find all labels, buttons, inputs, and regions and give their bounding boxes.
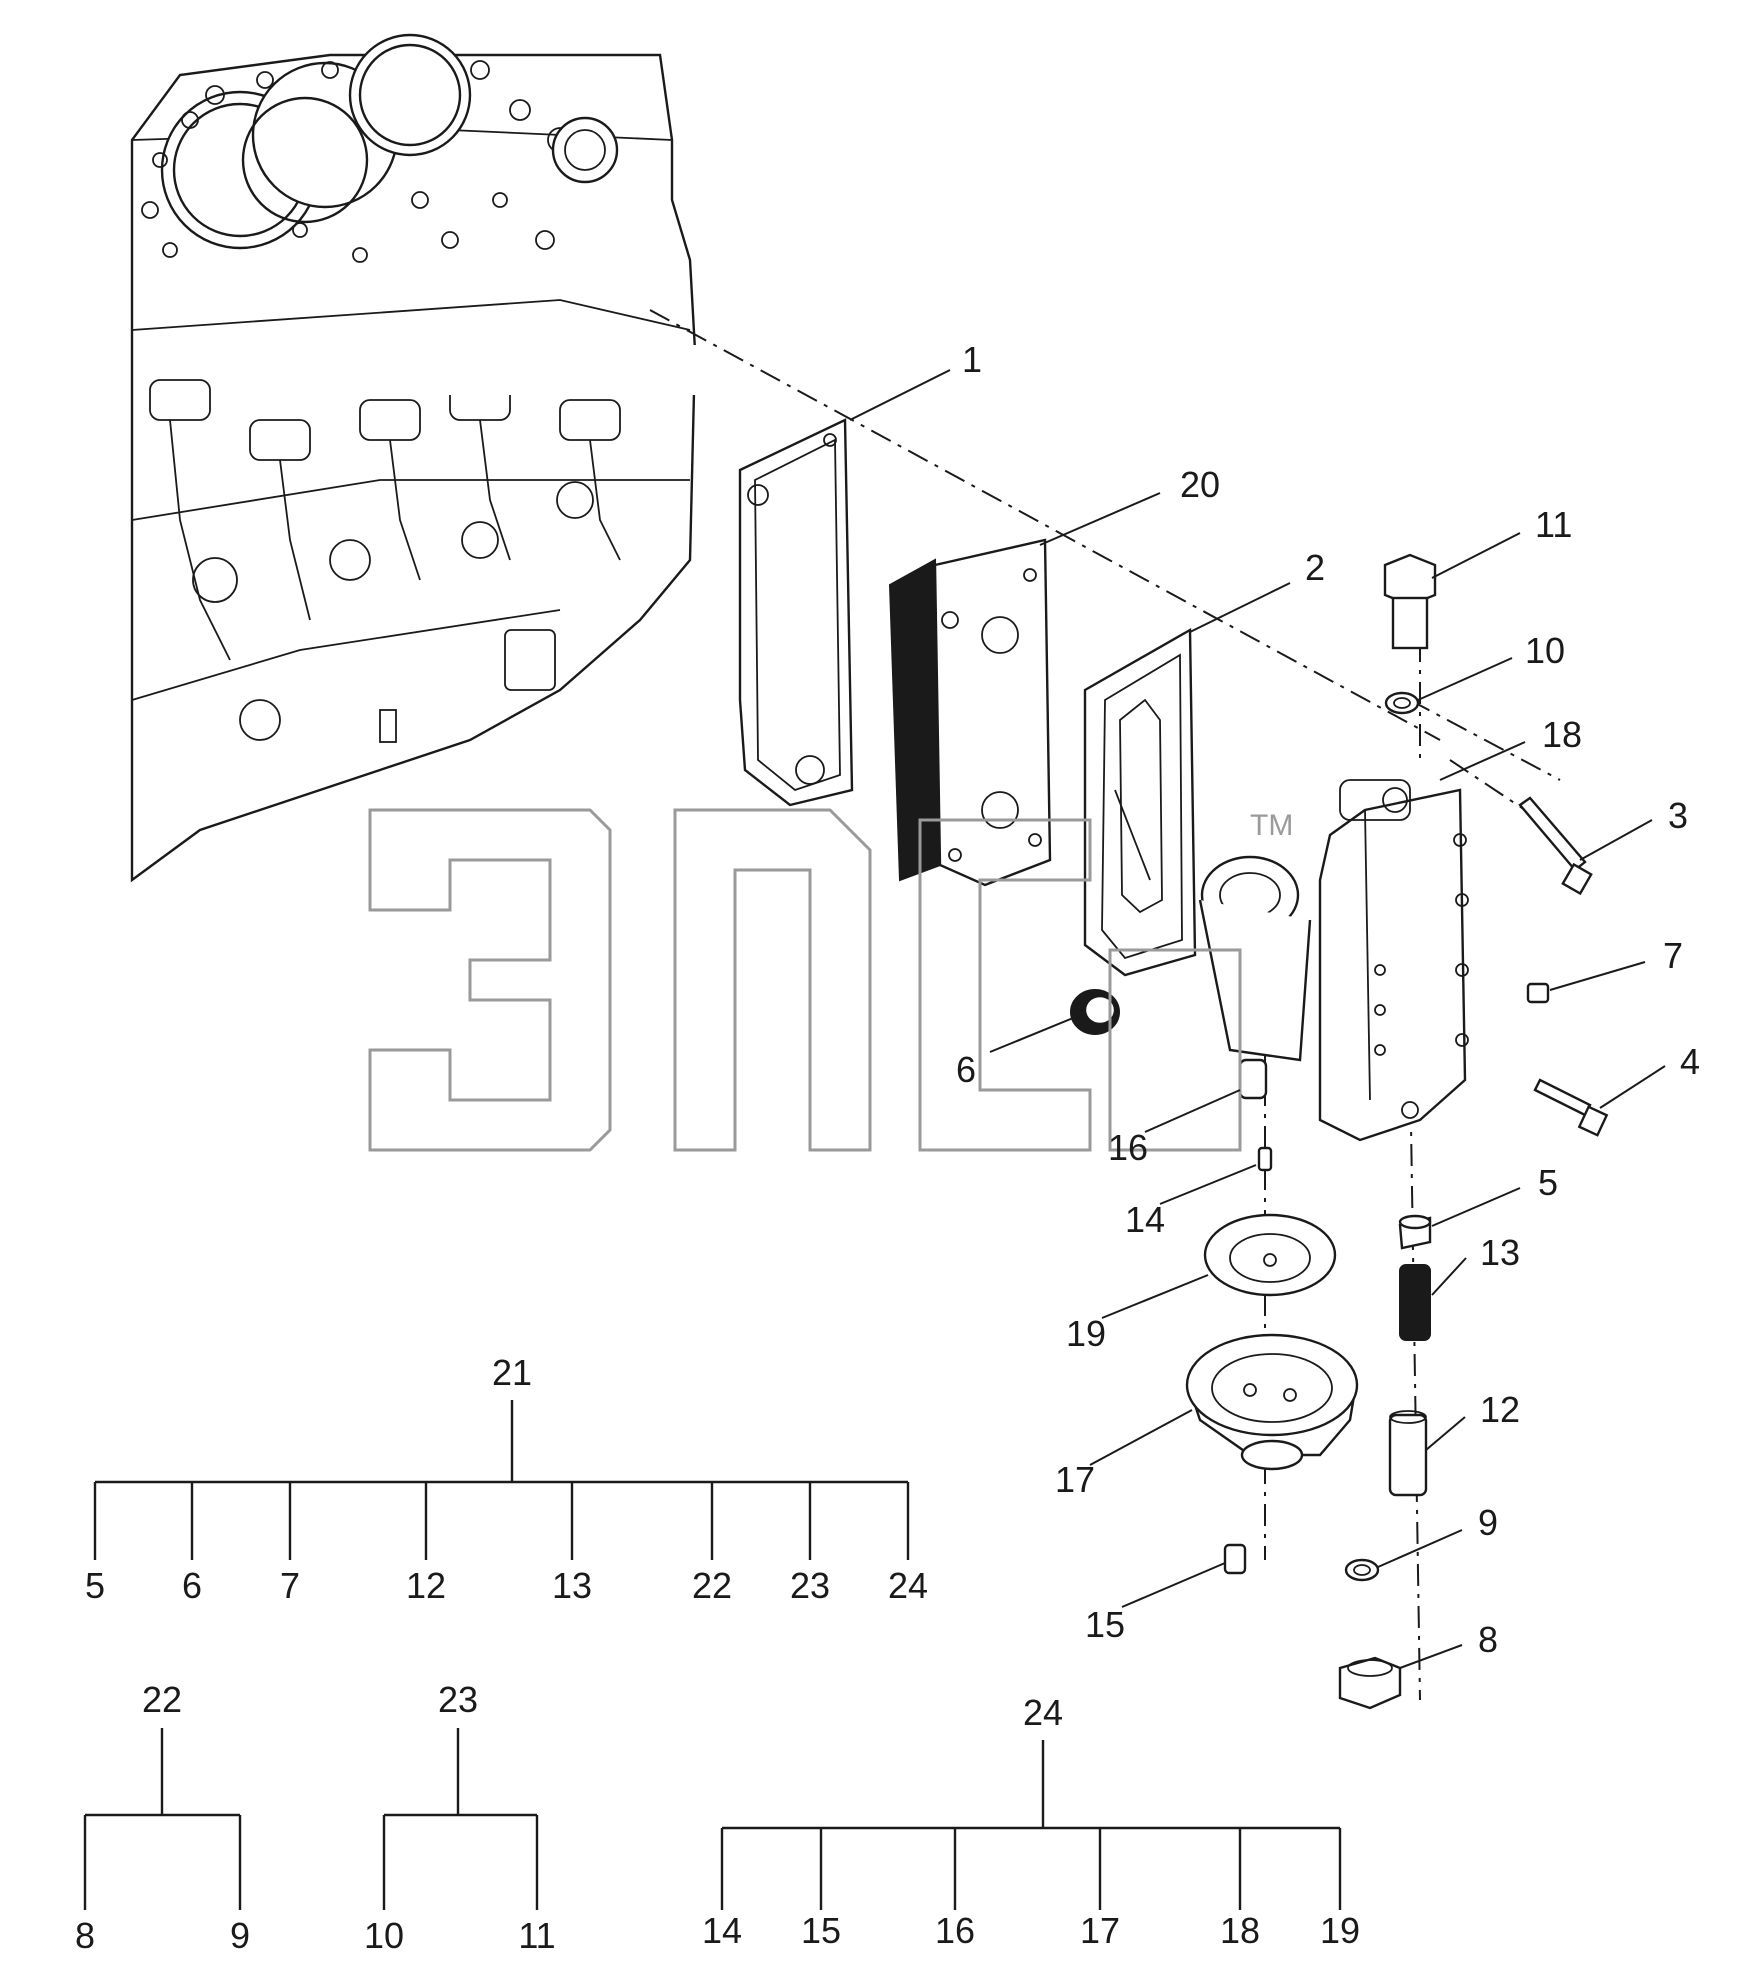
callout-13: 13 <box>1480 1232 1520 1273</box>
leader-line-20 <box>1039 492 1161 546</box>
assembly-tree-24: 24 14 15 16 17 18 19 <box>702 1692 1360 1951</box>
part-oil-cooler-20 <box>888 538 1052 887</box>
callout-7: 7 <box>1663 935 1683 976</box>
part-bolt-4 <box>1533 1078 1609 1137</box>
callout-16: 16 <box>1108 1127 1148 1168</box>
leader-line-17 <box>1089 1409 1193 1466</box>
callout-labels: 1 20 2 11 10 18 3 7 4 6 16 5 14 13 19 12 17 9 15 8 <box>956 339 1700 1660</box>
part-piston-12 <box>1388 1410 1428 1497</box>
assembly-child-21-13: 13 <box>552 1565 592 1606</box>
part-spring-13 <box>1399 1264 1431 1341</box>
leader-line-15 <box>1121 1562 1226 1608</box>
assembly-child-22-8: 8 <box>75 1915 95 1956</box>
part-plug-8 <box>1338 1656 1402 1710</box>
assembly-child-24-18: 18 <box>1220 1910 1260 1951</box>
leader-line-7 <box>1549 961 1646 991</box>
leader-line-9 <box>1377 1529 1463 1568</box>
assembly-parent-23: 23 <box>438 1679 478 1720</box>
assembly-child-23-11: 11 <box>518 1915 555 1956</box>
assembly-tree-23: 23 10 11 <box>364 1679 556 1956</box>
leader-line-18 <box>1439 741 1526 781</box>
callout-12: 12 <box>1480 1389 1520 1430</box>
leader-line-3 <box>1579 819 1653 861</box>
callout-18: 18 <box>1542 714 1582 755</box>
leader-line-2 <box>1189 582 1291 633</box>
assembly-child-21-23: 23 <box>790 1565 830 1606</box>
leader-line-16 <box>1144 1089 1241 1133</box>
part-plug-6 <box>1070 989 1120 1035</box>
assembly-tree-22: 22 8 9 <box>75 1679 250 1956</box>
part-pin-14 <box>1257 1146 1273 1172</box>
assembly-parent-21: 21 <box>492 1352 532 1393</box>
callout-3: 3 <box>1668 795 1688 836</box>
leader-line-14 <box>1159 1164 1257 1205</box>
callout-17: 17 <box>1055 1459 1095 1500</box>
leader-line-12 <box>1425 1416 1466 1451</box>
part-washer-9 <box>1344 1558 1380 1582</box>
callout-2: 2 <box>1305 547 1325 588</box>
assembly-child-24-19: 19 <box>1320 1910 1360 1951</box>
part-plug-5 <box>1398 1214 1432 1250</box>
part-bolt-15 <box>1223 1543 1247 1575</box>
part-bolt-3 <box>1518 796 1593 896</box>
assembly-child-24-17: 17 <box>1080 1910 1120 1951</box>
part-plug-7 <box>1526 982 1550 1004</box>
assembly-child-24-15: 15 <box>801 1910 841 1951</box>
leader-line-11 <box>1431 532 1521 579</box>
callout-leaders <box>849 369 1666 1669</box>
watermark-logo: TM <box>368 808 1293 1152</box>
leader-line-10 <box>1417 657 1513 701</box>
callout-15: 15 <box>1085 1604 1125 1645</box>
leader-line-5 <box>1431 1187 1521 1227</box>
leader-line-13 <box>1431 1257 1467 1296</box>
assembly-child-21-12: 12 <box>406 1565 446 1606</box>
part-washer-10 <box>1384 691 1420 715</box>
part-gasket-1 <box>738 418 854 807</box>
part-valve-plate-19 <box>1203 1213 1337 1297</box>
assembly-child-22-9: 9 <box>230 1915 250 1956</box>
leader-line-4 <box>1599 1065 1666 1109</box>
callout-19: 19 <box>1066 1313 1106 1354</box>
callout-9: 9 <box>1478 1502 1498 1543</box>
assembly-child-21-5: 5 <box>85 1565 105 1606</box>
callout-4: 4 <box>1680 1041 1700 1082</box>
leader-line-6 <box>989 1015 1079 1053</box>
engine-block <box>130 33 715 883</box>
assembly-tree-21: 21 5 6 7 12 13 22 23 24 <box>85 1352 928 1606</box>
assembly-child-23-10: 10 <box>364 1915 404 1956</box>
assembly-child-21-22: 22 <box>692 1565 732 1606</box>
callout-20: 20 <box>1180 464 1220 505</box>
callout-14: 14 <box>1125 1199 1165 1240</box>
part-filter-housing-18 <box>1198 779 1469 1142</box>
assembly-child-21-6: 6 <box>182 1565 202 1606</box>
callout-10: 10 <box>1525 630 1565 671</box>
part-cover-17 <box>1185 1333 1359 1471</box>
callout-8: 8 <box>1478 1619 1498 1660</box>
assembly-child-21-7: 7 <box>280 1565 300 1606</box>
leader-line-1 <box>849 369 951 421</box>
callout-11: 11 <box>1535 504 1572 545</box>
callout-5: 5 <box>1538 1162 1558 1203</box>
leader-line-19 <box>1101 1274 1209 1319</box>
callout-1: 1 <box>962 339 982 380</box>
assembly-parent-22: 22 <box>142 1679 182 1720</box>
part-bolt-11 <box>1383 553 1437 650</box>
watermark-trademark: TM <box>1250 809 1293 842</box>
assembly-child-24-16: 16 <box>935 1910 975 1951</box>
part-gasket-2 <box>1083 627 1197 977</box>
assembly-child-24-14: 14 <box>702 1910 742 1951</box>
leader-line-8 <box>1399 1644 1463 1669</box>
part-valve-16 <box>1238 1058 1268 1100</box>
callout-6: 6 <box>956 1049 976 1090</box>
assembly-parent-24: 24 <box>1023 1692 1063 1733</box>
assembly-child-21-24: 24 <box>888 1565 928 1606</box>
assembly-trees: 21 5 6 7 12 13 22 23 24 22 8 9 23 10 11 24 14 15 16 17 18 19 <box>75 1352 1360 1956</box>
